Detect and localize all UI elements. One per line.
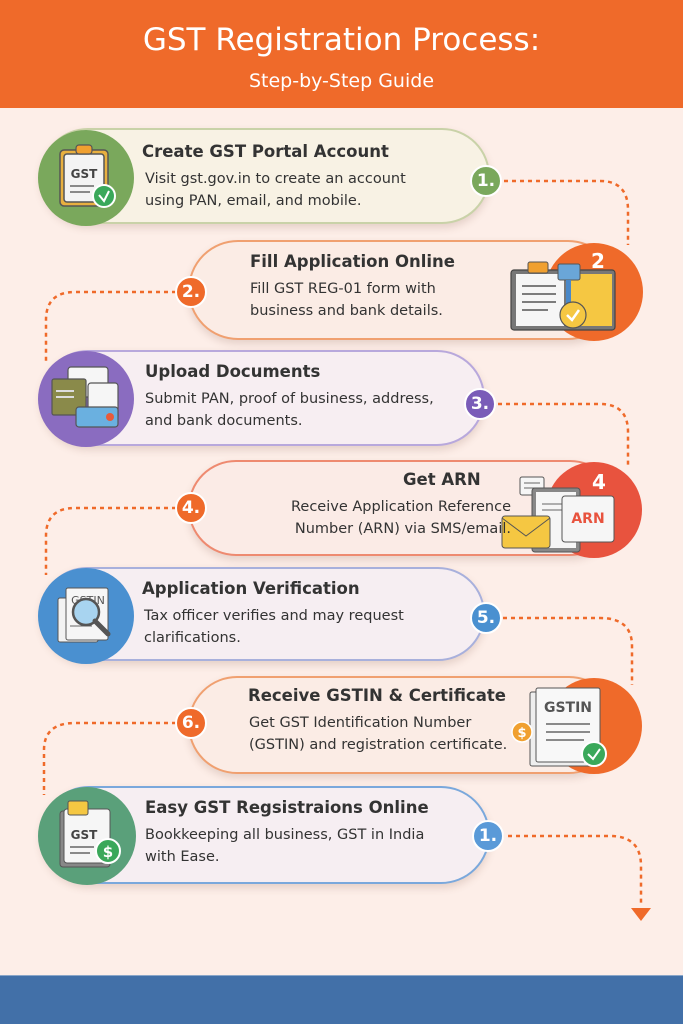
- documents-icon: [51, 366, 119, 428]
- step-3-title: Upload Documents: [145, 362, 321, 381]
- step-3-description: Submit PAN, proof of business, address, …: [145, 391, 434, 429]
- svg-text:$: $: [517, 726, 526, 741]
- step-7-icon-circle: GST $: [38, 787, 136, 885]
- gst-book-dollar-icon: GST $: [59, 800, 121, 868]
- step-3-icon-circle: [38, 351, 134, 447]
- step-5-icon-circle: GSTIN: [38, 568, 134, 664]
- step-2-title: Fill Application Online: [250, 252, 455, 271]
- application-form-icon: [510, 261, 616, 331]
- step-3-badge: 3.: [464, 388, 496, 420]
- magnifier-document-icon: GSTIN: [57, 587, 111, 643]
- arn-envelope-icon: ARN: [501, 476, 615, 553]
- svg-text:ARN: ARN: [571, 511, 604, 527]
- step-4-badge: 4.: [175, 492, 207, 524]
- gst-clipboard-icon: GST: [59, 144, 116, 208]
- step-6-description: Get GST Identification Number (GSTIN) an…: [249, 715, 508, 753]
- step-4-big-number: 4: [592, 470, 606, 494]
- step-6-badge: 6.: [175, 707, 207, 739]
- arrow-down-icon: [631, 908, 651, 921]
- page-title: GST Registration Process:: [142, 22, 541, 58]
- step-6-title: Receive GSTIN & Certificate: [248, 686, 506, 705]
- step-2-badge: 2.: [175, 276, 207, 308]
- page-subtitle: Step-by-Step Guide: [248, 70, 435, 92]
- svg-text:GST: GST: [71, 828, 98, 842]
- step-1-title: Create GST Portal Account: [142, 142, 389, 161]
- step-5-title: Application Verification: [142, 579, 360, 598]
- svg-text:GST: GST: [71, 167, 98, 181]
- gstin-certificate-icon: GSTIN $: [511, 687, 607, 767]
- step-2-big-number: 2: [591, 249, 605, 273]
- step-1-badge: 1.: [470, 165, 502, 197]
- step-7-title: Easy GST Regsistraions Online: [145, 798, 429, 817]
- step-1-description: Visit gst.gov.in to create an account us…: [145, 171, 406, 209]
- step-4-description: Receive Application Reference Number (AR…: [290, 499, 511, 537]
- step-7-badge: 1.: [472, 820, 504, 852]
- step-1-icon-circle: GST: [38, 130, 134, 226]
- step-7-description: Bookkeeping all business, GST in India w…: [145, 827, 425, 865]
- header-banner: GST Registration Process: Step-by-Step G…: [0, 0, 683, 108]
- step-5-description: Tax officer verifies and may request cla…: [144, 608, 404, 646]
- svg-text:GSTIN: GSTIN: [544, 700, 592, 716]
- step-4-title: Get ARN: [403, 470, 481, 489]
- footer-band: [0, 975, 683, 1024]
- svg-text:$: $: [103, 843, 113, 861]
- step-5-badge: 5.: [470, 602, 502, 634]
- step-2-description: Fill GST REG-01 form with business and b…: [250, 281, 443, 319]
